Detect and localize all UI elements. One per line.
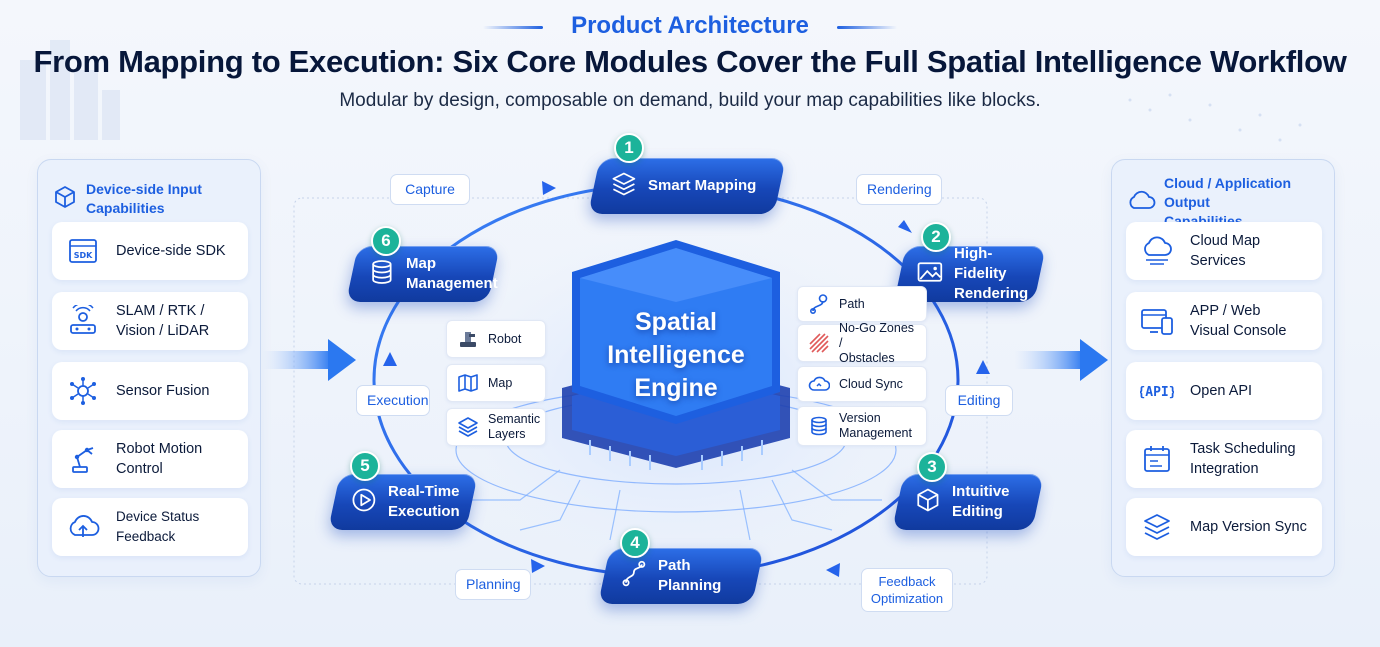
capability-cloud-map[interactable]: Cloud Map Services — [1126, 222, 1322, 280]
capability-device-sdk[interactable]: SDK Device-side SDK — [52, 222, 248, 280]
fusion-icon — [66, 374, 100, 408]
play-icon — [350, 486, 378, 519]
module-number-badge: 5 — [350, 451, 380, 481]
module-map-management[interactable]: Map Management — [346, 246, 500, 302]
output-flow-arrow — [1014, 339, 1108, 381]
feature-no-go-zones: No-Go Zones / Obstacles — [797, 321, 927, 365]
cloud-services-icon — [1140, 234, 1174, 268]
module-number-badge: 3 — [917, 452, 947, 482]
chip-label: Robot — [488, 331, 522, 346]
svg-text:SDK: SDK — [74, 251, 93, 260]
robot-arm-icon — [66, 442, 100, 476]
chip-label: Map — [488, 375, 513, 390]
input-flow-arrow — [262, 339, 356, 381]
capability-label: Map Version Sync — [1190, 519, 1307, 535]
module-label: Path Planning — [658, 557, 722, 594]
layers-icon — [457, 416, 479, 438]
input-panel-title: Device-side Input Capabilities — [86, 181, 202, 216]
eyebrow-title: Product Architecture — [483, 12, 837, 40]
module-real-time-execution[interactable]: Real-Time Execution — [328, 474, 478, 530]
engine-title: Spatial Intelligence Engine — [607, 308, 745, 402]
feature-cloud-sync: Cloud Sync — [797, 366, 927, 402]
module-intuitive-editing[interactable]: Intuitive Editing — [892, 474, 1044, 530]
capability-label: Sensor Fusion — [116, 383, 210, 399]
capability-task-scheduling[interactable]: Task Scheduling Integration — [1126, 430, 1322, 488]
module-label: Map Management — [406, 255, 498, 292]
console-icon — [1140, 304, 1174, 338]
capability-label: Open API — [1190, 383, 1253, 399]
stage-editing: Editing — [945, 385, 1013, 416]
page-subtitle: Modular by design, composable on demand,… — [339, 90, 1041, 111]
eyebrow: Product Architecture — [0, 12, 1380, 40]
chip-label: No-Go Zones / Obstacles — [839, 320, 915, 365]
input-panel-header: Device-side Input Capabilities — [52, 180, 260, 218]
stage-rendering: Rendering — [856, 174, 942, 205]
capability-status-feedback[interactable]: Device Status Feedback — [52, 498, 248, 556]
capability-map-version-sync[interactable]: Map Version Sync — [1126, 498, 1322, 556]
module-label: Smart Mapping — [648, 177, 757, 194]
capability-label: Cloud Map Services — [1190, 233, 1261, 269]
capability-label: APP / Web Visual Console — [1190, 303, 1287, 339]
svg-text:{API}: {API} — [1140, 385, 1174, 400]
layers-icon — [610, 170, 638, 203]
stage-feedback-optimization: Feedback Optimization — [861, 568, 953, 612]
feature-semantic-layers: Semantic Layers — [446, 408, 546, 446]
capability-sensor-fusion[interactable]: Sensor Fusion — [52, 362, 248, 420]
chip-label: Version Management — [839, 411, 912, 440]
stage-capture: Capture — [390, 174, 470, 205]
module-number-badge: 1 — [614, 133, 644, 163]
map-icon — [457, 372, 479, 394]
cloud-sync-icon — [808, 373, 830, 395]
module-high-fidelity-rendering[interactable]: High-Fidelity Rendering — [894, 245, 1046, 302]
stage-execution: Execution — [356, 385, 430, 416]
capability-label: Task Scheduling Integration — [1190, 441, 1296, 477]
output-capabilities-panel: Cloud / Application Output Capabilities … — [1111, 159, 1335, 577]
layers-icon — [1140, 510, 1174, 544]
capability-label: Device Status Feedback — [116, 509, 200, 544]
image-icon — [916, 258, 944, 291]
module-number-badge: 6 — [371, 226, 401, 256]
capability-label: Robot Motion Control — [116, 441, 203, 477]
module-label: Intuitive Editing — [952, 483, 1010, 520]
feature-version-management: Version Management — [797, 406, 927, 446]
feature-path: Path — [797, 286, 927, 322]
module-label: High-Fidelity Rendering — [954, 245, 1029, 302]
route-icon — [620, 560, 648, 593]
path-icon — [808, 293, 830, 315]
module-smart-mapping[interactable]: Smart Mapping — [588, 158, 786, 214]
module-label: Real-Time Execution — [388, 483, 460, 520]
feature-map: Map — [446, 364, 546, 402]
sdk-icon: SDK — [66, 234, 100, 268]
capability-label: SLAM / RTK / Vision / LiDAR — [116, 303, 210, 339]
api-icon: {API} — [1140, 374, 1174, 408]
module-path-planning[interactable]: Path Planning — [598, 548, 764, 604]
cube-icon — [52, 184, 78, 215]
capability-open-api[interactable]: {API} Open API — [1126, 362, 1322, 420]
calendar-icon — [1140, 442, 1174, 476]
capability-slam[interactable]: SLAM / RTK / Vision / LiDAR — [52, 292, 248, 350]
capability-label: Device-side SDK — [116, 243, 226, 259]
capability-console[interactable]: APP / Web Visual Console — [1126, 292, 1322, 350]
chip-label: Cloud Sync — [839, 376, 903, 391]
input-capabilities-panel: Device-side Input Capabilities SDK Devic… — [37, 159, 261, 577]
chip-label: Semantic Layers — [488, 412, 541, 441]
cloud-icon — [1126, 188, 1156, 217]
page-title: From Mapping to Execution: Six Core Modu… — [33, 44, 1347, 79]
database-icon — [808, 415, 830, 437]
feature-robot: Robot — [446, 320, 546, 358]
module-number-badge: 2 — [921, 222, 951, 252]
lidar-icon — [66, 304, 100, 338]
cloud-upload-icon — [66, 510, 100, 544]
module-number-badge: 4 — [620, 528, 650, 558]
database-icon — [368, 258, 396, 291]
cube-icon — [914, 486, 942, 519]
robot-icon — [457, 328, 479, 350]
capability-robot-motion[interactable]: Robot Motion Control — [52, 430, 248, 488]
stage-planning: Planning — [455, 569, 531, 600]
chip-label: Path — [839, 296, 865, 311]
hatch-icon — [808, 332, 830, 354]
